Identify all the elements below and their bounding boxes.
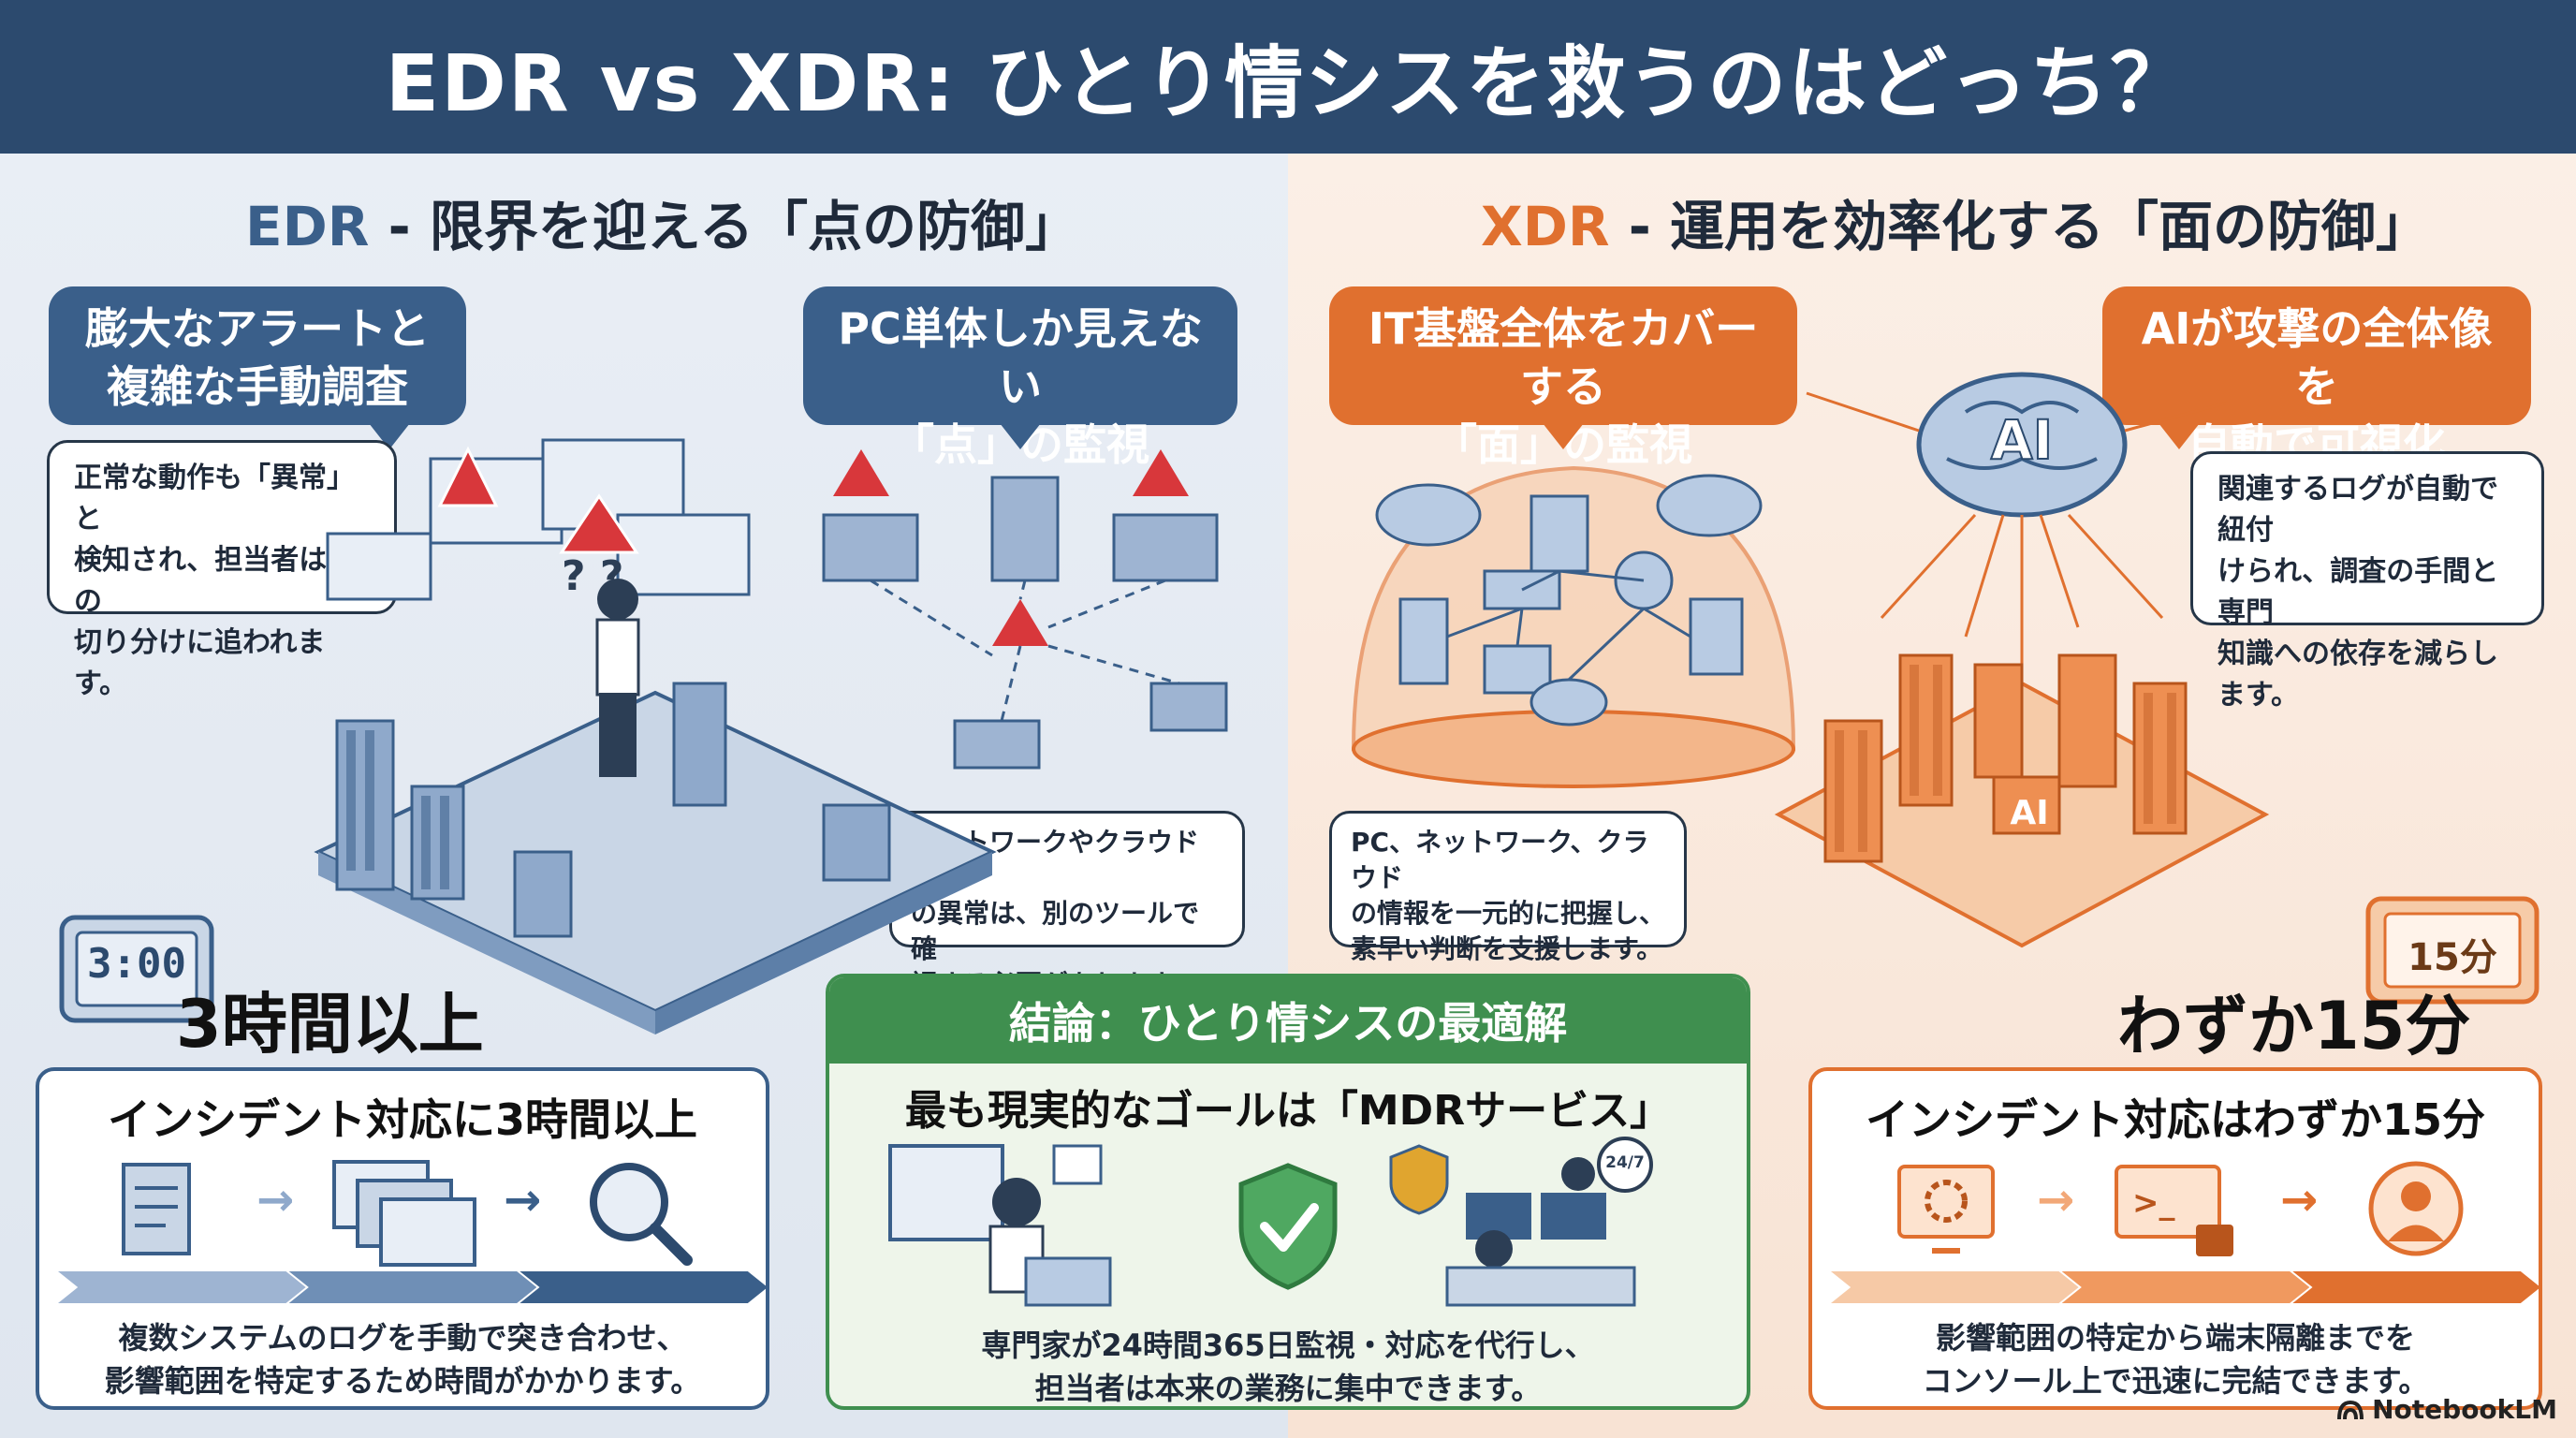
- xdr-incident-card: インシデント対応はわずか15分 → >_ → 影響範囲の特定から端末隔離までを …: [1808, 1067, 2542, 1410]
- edr-point-bubble: PC単体しか見えない 「点」の監視: [803, 286, 1237, 470]
- conclusion-badge: 24/7: [1605, 1153, 1645, 1172]
- terminal-lock-icon: >_: [2115, 1165, 2233, 1256]
- edr-heading: EDR - 限界を迎える「点の防御」: [245, 183, 1079, 261]
- magnifier-icon: [590, 1163, 693, 1266]
- xdr-card-title: インシデント対応はわずか15分: [1865, 1094, 2485, 1145]
- edr-alerts-note: 正常な動作も「異常」と 検知され、担当者はその 切り分けに追われます。: [47, 440, 397, 700]
- conclusion-desc: 専門家が24時間365日監視・対応を代行し、 担当者は本来の業務に集中できます。: [981, 1328, 1595, 1406]
- xdr-surface-note: PC、ネットワーク、クラウド の情報を一元的に把握し、 素早い判断を支援します。: [1329, 811, 1687, 964]
- document-icon: [122, 1163, 191, 1255]
- xdr-flow-arrow: →: [2037, 1174, 2075, 1226]
- stressed-worker-icon: [888, 1144, 1112, 1307]
- xdr-card-desc: 影響範囲の特定から端末隔離までを コンソール上で迅速に完結できます。: [1922, 1320, 2429, 1399]
- conclusion-card: 結論：ひとり情シスの最適解 最も現実的なゴールは「MDRサービス」 24/7 専…: [826, 974, 1750, 1410]
- xdr-tag: XDR: [1481, 195, 1610, 258]
- xdr-heading-text: - 運用を効率化する「面の防御」: [1609, 195, 2430, 258]
- xdr-city-illustration: [1774, 372, 2270, 948]
- xdr-clock-display: 15分: [2408, 936, 2497, 979]
- xdr-ai-note: 関連するログが自動で紐付 けられ、調査の手間と専門 知識への依存を減らします。: [2190, 451, 2544, 712]
- edr-endpoints-illustration: [822, 449, 1228, 770]
- user-shield-icon: [2368, 1161, 2464, 1256]
- edr-time-label: 3時間以上: [176, 986, 484, 1063]
- edr-flow-arrow: →: [256, 1174, 295, 1226]
- xdr-dome-illustration: [1351, 465, 1796, 788]
- xdr-brain-ai-label: AI: [1990, 407, 2054, 473]
- edr-heading-text: - 限界を迎える「点の防御」: [369, 195, 1080, 258]
- edr-flow-arrow: →: [504, 1174, 542, 1226]
- brand-mark: NotebookLM: [2336, 1394, 2557, 1425]
- gear-monitor-icon: [1897, 1165, 1995, 1254]
- conclusion-goal: 最も現実的なゴールは「MDRサービス」: [904, 1087, 1672, 1135]
- xdr-progress-bar: [1831, 1271, 2541, 1303]
- edr-card-title: インシデント対応に3時間以上: [107, 1094, 697, 1145]
- edr-card-desc: 複数システムのログを手動で突き合わせ、 影響範囲を特定するため時間がかかります。: [104, 1320, 701, 1399]
- edr-clock-display: 3:00: [87, 940, 186, 988]
- windows-icon: [332, 1160, 476, 1267]
- xdr-surface-bubble: IT基盤全体をカバーする 「面」の監視: [1329, 286, 1797, 470]
- xdr-time-label: わずか15分: [2117, 988, 2471, 1064]
- shield-check-icon: [1238, 1163, 1338, 1290]
- edr-alerts-bubble: 膨大なアラートと 複雑な手動調査: [49, 286, 466, 449]
- svg-text:>_: >_: [2132, 1184, 2175, 1222]
- xdr-hub-ai-label: AI: [2010, 794, 2049, 832]
- xdr-flow-arrow: →: [2280, 1174, 2319, 1226]
- brand-name: NotebookLM: [2372, 1394, 2557, 1425]
- soc-team-icon: [1389, 1137, 1653, 1307]
- xdr-heading: XDR - 運用を効率化する「面の防御」: [1481, 183, 2430, 261]
- svg-text:? ?: ? ?: [562, 552, 623, 600]
- edr-illustration: ? ?: [314, 438, 997, 1034]
- edr-clock-icon: [59, 915, 214, 1023]
- edr-progress-bar: [58, 1271, 768, 1303]
- edr-incident-card: インシデント対応に3時間以上 → → 複数システムのログを手動で突き合わせ、 影…: [36, 1067, 769, 1410]
- conclusion-heading: 結論：ひとり情シスの最適解: [829, 977, 1747, 1064]
- page-title: EDR vs XDR: ひとり情シスを救うのはどっち？: [0, 0, 2576, 154]
- edr-tag: EDR: [245, 195, 370, 258]
- xdr-clock-icon: [2365, 896, 2539, 1005]
- notebooklm-logo-icon: [2337, 1400, 2364, 1419]
